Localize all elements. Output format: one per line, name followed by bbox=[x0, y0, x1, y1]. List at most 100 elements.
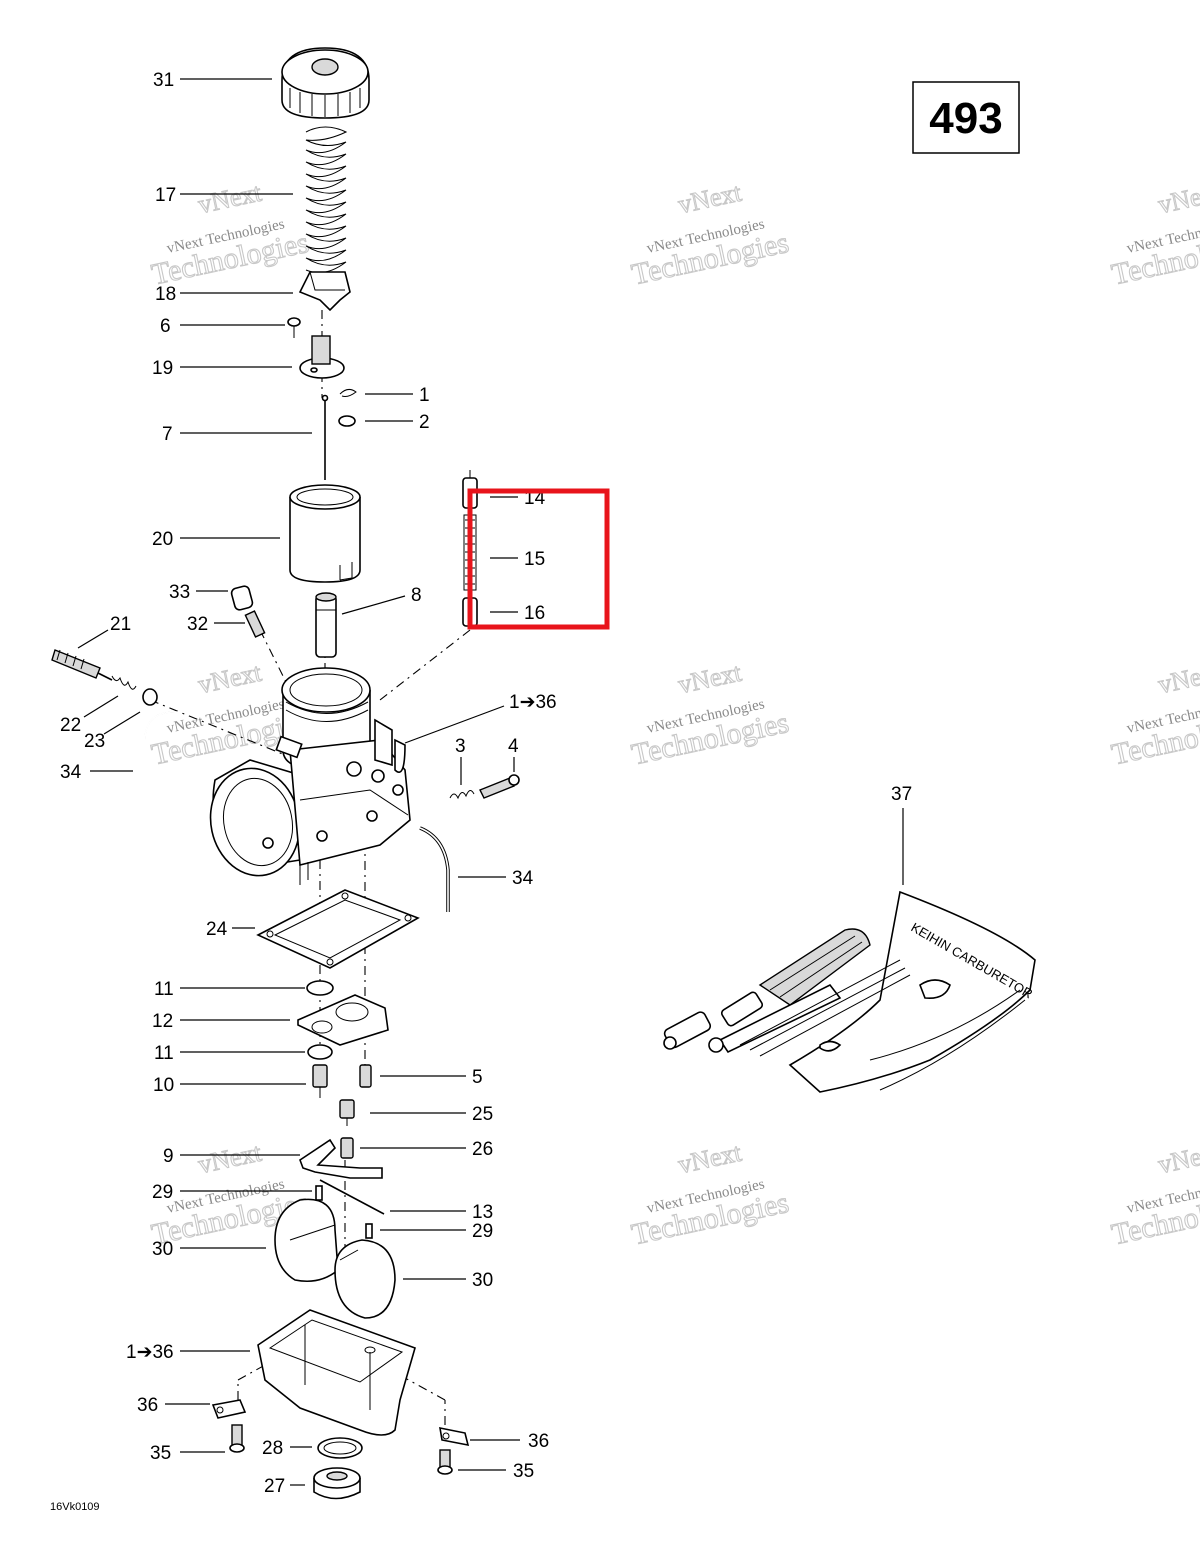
label-12: 12 bbox=[152, 1011, 173, 1032]
svg-text:vNext: vNext bbox=[676, 1138, 745, 1180]
part-37-tool-kit: KEIHIN CARBURETOR bbox=[663, 890, 1036, 1093]
svg-text:vNext: vNext bbox=[1156, 658, 1200, 700]
part-30-float-right bbox=[334, 1239, 396, 1319]
part-32-fitting bbox=[244, 610, 266, 638]
page-number: 493 bbox=[929, 94, 1002, 143]
part-9-float-arm bbox=[299, 1138, 383, 1179]
part-20-throttle-valve bbox=[289, 484, 361, 583]
label-6: 6 bbox=[160, 316, 171, 337]
label-11-bottom: 11 bbox=[154, 1043, 174, 1064]
svg-text:vNext: vNext bbox=[676, 178, 745, 220]
label-11-top: 11 bbox=[154, 979, 174, 1000]
label-29-left: 29 bbox=[152, 1182, 173, 1203]
label-2: 2 bbox=[419, 412, 430, 433]
part-19-holder bbox=[299, 335, 345, 379]
figure-reference: 16Vk0109 bbox=[50, 1501, 100, 1513]
part-7-needle bbox=[321, 394, 329, 480]
svg-text:vNext: vNext bbox=[196, 1138, 265, 1180]
part-5-jet bbox=[359, 1064, 372, 1088]
label-9: 9 bbox=[163, 1146, 174, 1167]
svg-text:vNext: vNext bbox=[196, 178, 265, 220]
carburetor-body bbox=[209, 667, 411, 885]
part-8-needle-jet bbox=[315, 592, 337, 658]
label-27: 27 bbox=[264, 1476, 285, 1497]
label-16: 16 bbox=[524, 603, 545, 624]
part-29-pin-bottom bbox=[365, 1223, 373, 1239]
part-11-o-ring-top bbox=[306, 980, 334, 996]
part-12-plate bbox=[297, 994, 389, 1046]
part-17-spring bbox=[305, 126, 348, 274]
label-19: 19 bbox=[152, 358, 173, 379]
part-24-gasket bbox=[256, 889, 420, 969]
label-24: 24 bbox=[206, 919, 228, 940]
label-35-right: 35 bbox=[513, 1461, 534, 1482]
label-30-right: 30 bbox=[472, 1270, 493, 1291]
label-35-left: 35 bbox=[150, 1443, 171, 1464]
part-27-drain-plug bbox=[313, 1467, 361, 1500]
label-22: 22 bbox=[60, 715, 81, 736]
label-25: 25 bbox=[472, 1104, 493, 1125]
label-34-left: 34 bbox=[60, 762, 82, 783]
svg-text:vNext: vNext bbox=[1156, 1138, 1200, 1180]
part-11-o-ring-bottom bbox=[307, 1044, 333, 1060]
label-30-left: 30 bbox=[152, 1239, 173, 1260]
part-2-washer bbox=[338, 415, 356, 427]
part-30-float-left bbox=[274, 1198, 339, 1283]
part-21-air-screw bbox=[51, 649, 113, 681]
svg-text:vNext: vNext bbox=[196, 658, 265, 700]
part-36-bracket-left bbox=[211, 1399, 247, 1419]
part-31-cap bbox=[281, 47, 370, 119]
label-32: 32 bbox=[187, 614, 208, 635]
svg-text:vNext: vNext bbox=[1156, 178, 1200, 220]
part-23-washer bbox=[142, 688, 158, 706]
leader-lines bbox=[77, 78, 904, 1486]
label-10: 10 bbox=[153, 1075, 174, 1096]
part-22-spring bbox=[111, 675, 137, 690]
part-26-valve bbox=[340, 1137, 354, 1159]
label-20: 20 bbox=[152, 529, 173, 550]
part-35-screw-right bbox=[437, 1449, 453, 1475]
part-18-plate bbox=[298, 271, 351, 312]
part-29-pin-top bbox=[315, 1185, 323, 1201]
part-1-clip bbox=[339, 388, 357, 397]
label-21: 21 bbox=[110, 614, 131, 635]
highlight-box bbox=[467, 488, 610, 630]
label-26: 26 bbox=[472, 1139, 493, 1160]
part-6-screw bbox=[287, 317, 301, 338]
part-36-bracket-right bbox=[439, 1426, 470, 1447]
label-36-right: 36 bbox=[528, 1431, 549, 1452]
float-bowl bbox=[257, 1309, 416, 1436]
label-1-36-bottom: 1➔36 bbox=[126, 1342, 174, 1363]
label-17: 17 bbox=[155, 185, 176, 206]
label-31: 31 bbox=[153, 70, 174, 91]
part-34-hose-right bbox=[419, 826, 450, 912]
label-34-right: 34 bbox=[512, 868, 534, 889]
part-28-o-ring bbox=[317, 1437, 363, 1459]
part-33-cap bbox=[230, 585, 254, 611]
label-33: 33 bbox=[169, 582, 190, 603]
label-37: 37 bbox=[891, 784, 912, 805]
label-23: 23 bbox=[84, 731, 105, 752]
part-13-pin bbox=[319, 1179, 385, 1215]
label-15: 15 bbox=[524, 549, 545, 570]
label-4: 4 bbox=[508, 736, 519, 757]
part-3-spring bbox=[449, 790, 475, 800]
label-18: 18 bbox=[155, 284, 176, 305]
part-34-hose-left bbox=[144, 711, 200, 800]
label-1: 1 bbox=[419, 385, 430, 406]
label-8: 8 bbox=[411, 585, 422, 606]
svg-text:vNext: vNext bbox=[676, 658, 745, 700]
label-28: 28 bbox=[262, 1438, 283, 1459]
part-labels: 31 17 18 6 19 1 2 7 20 14 15 16 8 33 32 … bbox=[60, 70, 912, 1497]
label-36-left: 36 bbox=[137, 1395, 158, 1416]
label-5: 5 bbox=[472, 1067, 483, 1088]
page-number-box: 493 bbox=[912, 81, 1020, 154]
part-35-screw-left bbox=[229, 1424, 245, 1453]
part-10-main-jet bbox=[312, 1064, 328, 1098]
label-29-right: 29 bbox=[472, 1221, 493, 1242]
label-3: 3 bbox=[455, 736, 466, 757]
label-7: 7 bbox=[162, 424, 173, 445]
label-1-36-top: 1➔36 bbox=[509, 692, 557, 713]
